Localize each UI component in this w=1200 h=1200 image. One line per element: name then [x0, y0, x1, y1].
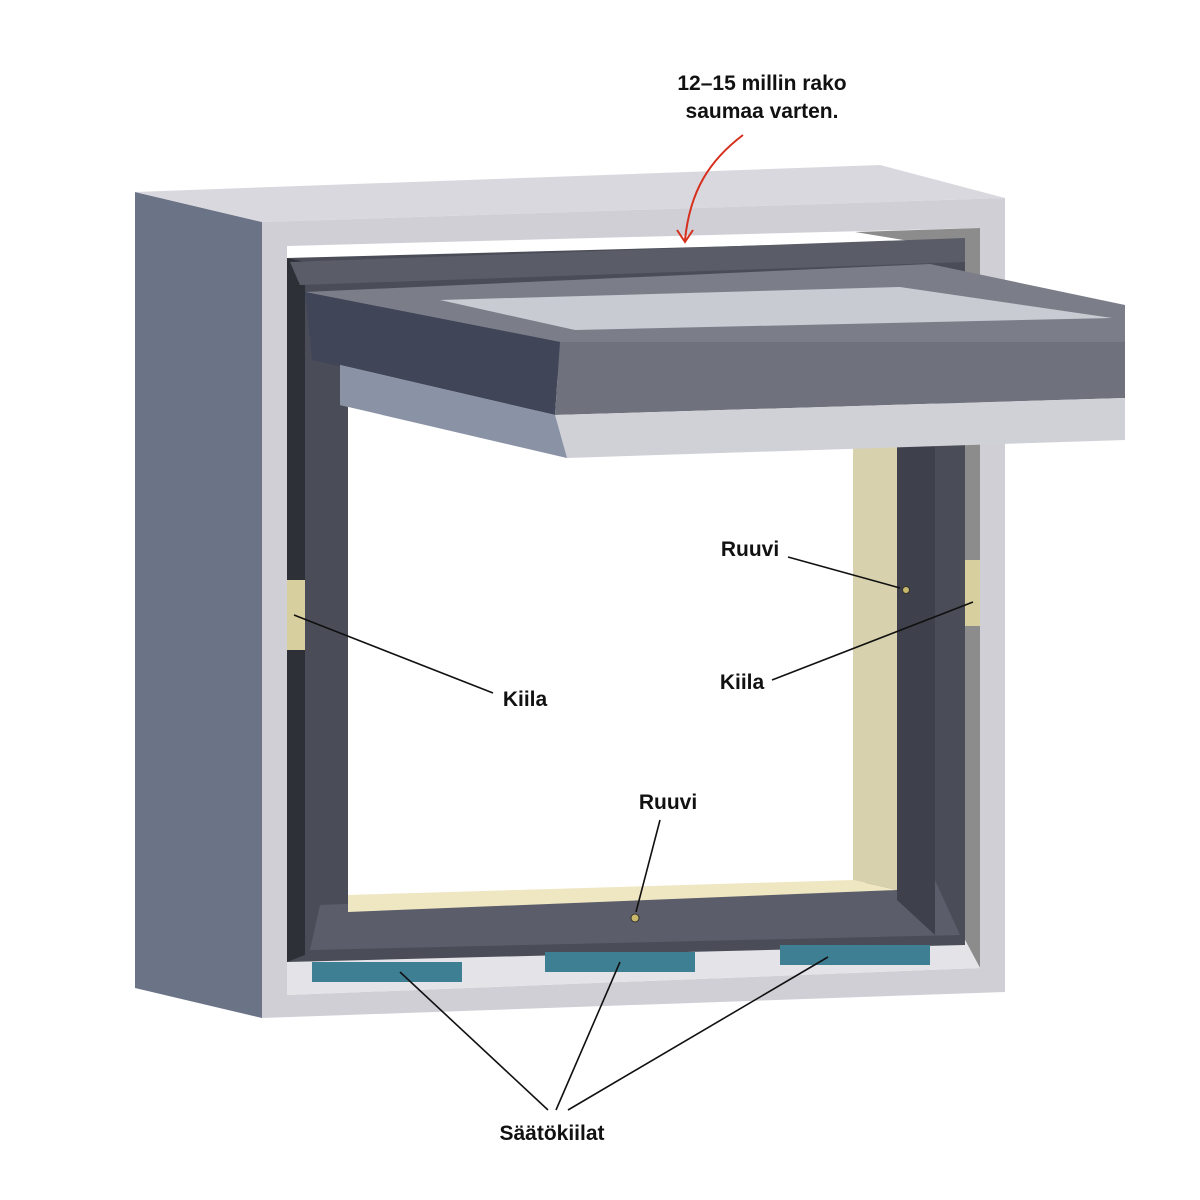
screw-right-label: Ruuvi	[721, 538, 779, 561]
wedge-right	[965, 560, 980, 626]
wedge-right-label: Kiila	[720, 671, 765, 694]
gap-label-line2: saumaa varten.	[686, 100, 839, 123]
sill-bottom	[348, 880, 897, 912]
gap-arrowhead-icon	[676, 229, 694, 244]
wall-box-side	[135, 192, 262, 1018]
jamb-right	[853, 440, 897, 890]
frame-top-rail	[290, 238, 965, 285]
screw-bottom-label: Ruuvi	[639, 791, 697, 814]
adjust-block-1	[312, 962, 462, 982]
sash-left-face	[305, 292, 560, 415]
wedge-left-label: Kiila	[503, 688, 548, 711]
sash-underside-shade	[340, 365, 567, 458]
leader-lines	[293, 556, 974, 1111]
adjust-block-3	[780, 945, 930, 965]
adjust-wedges-label: Säätökiilat	[499, 1122, 604, 1145]
wall-box-top	[135, 165, 1005, 222]
gap-arrow	[684, 134, 744, 241]
gap-label-line1: 12–15 millin rako	[677, 72, 846, 95]
frame-right-profile	[897, 445, 935, 935]
screw-right-icon	[902, 586, 910, 594]
screw-bottom-icon	[630, 913, 640, 923]
sash-front-face	[555, 342, 1125, 415]
sash-glass	[440, 287, 1112, 330]
